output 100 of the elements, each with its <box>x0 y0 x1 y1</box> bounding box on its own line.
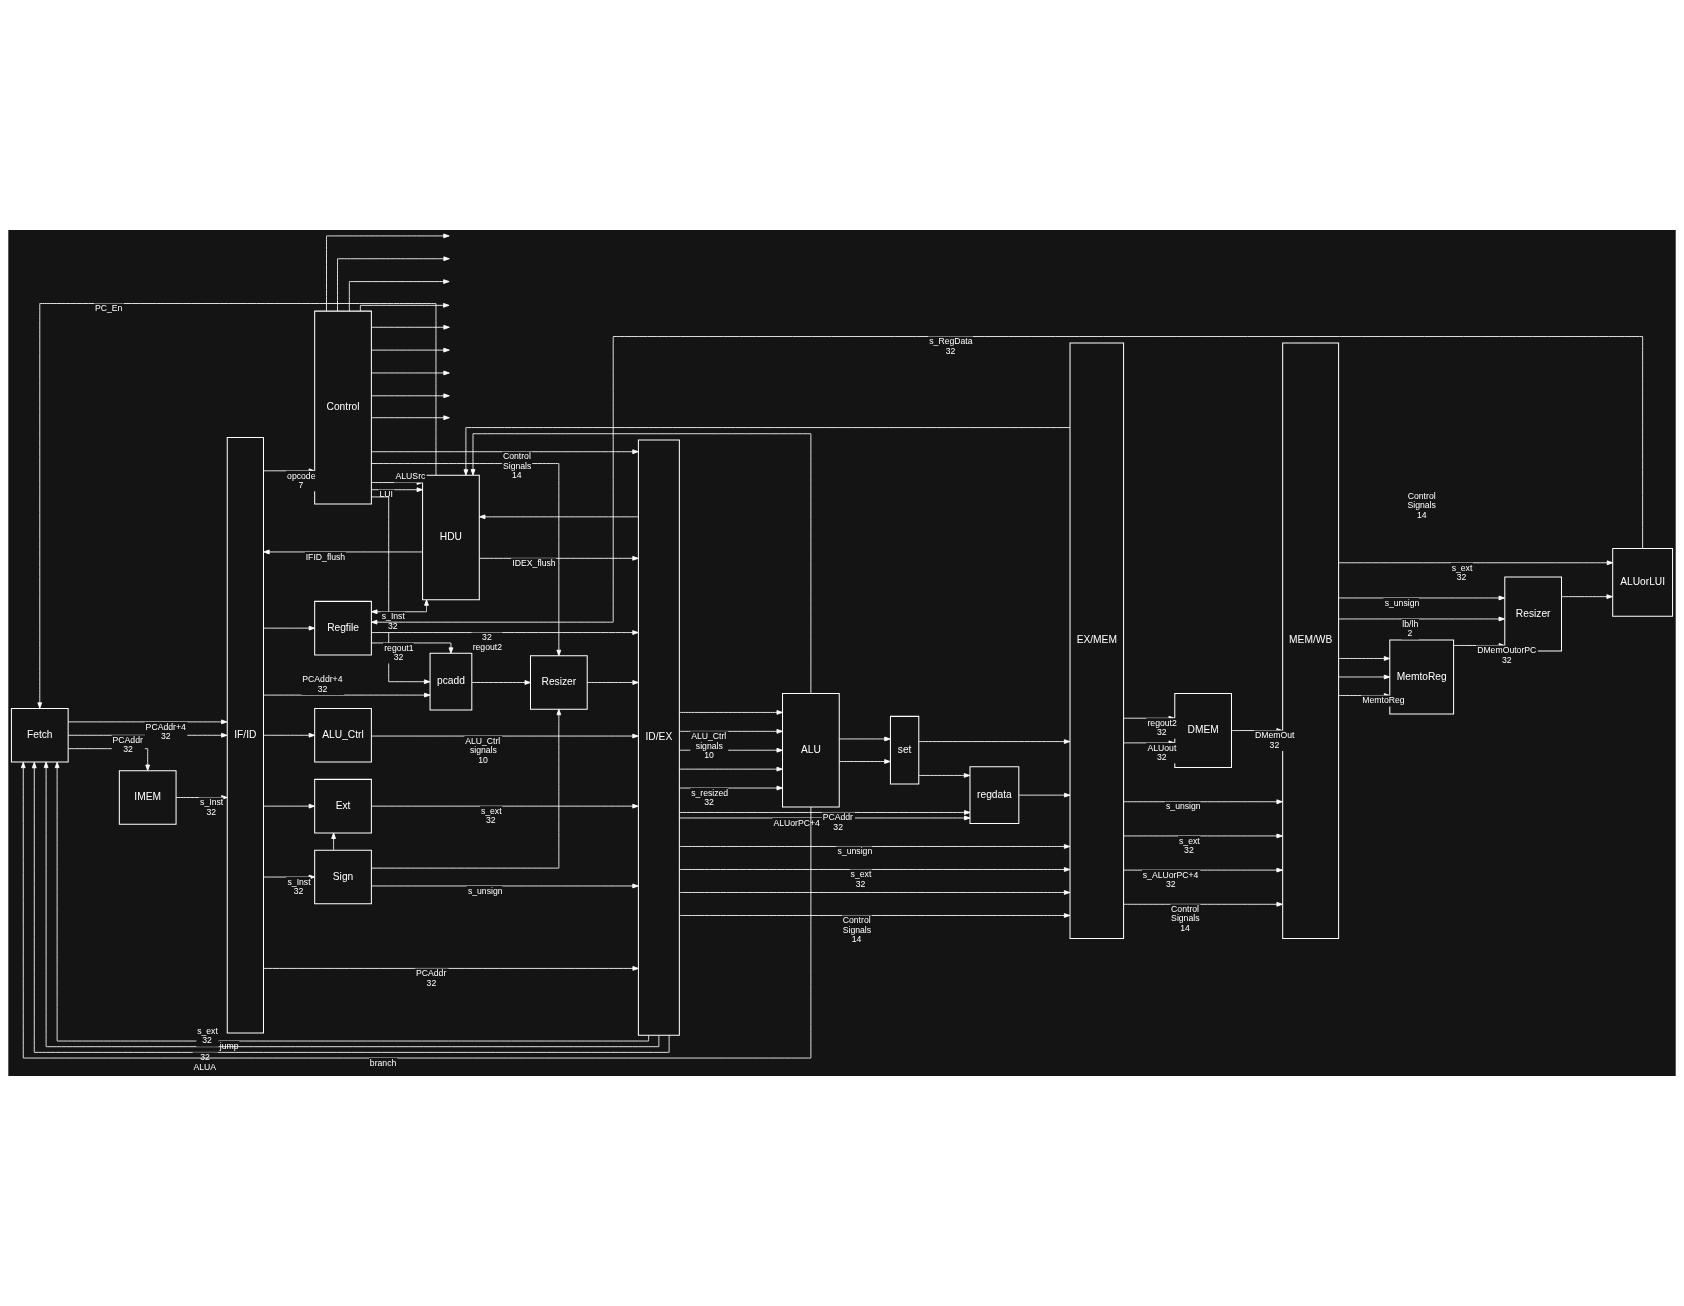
arrow <box>263 625 316 631</box>
arrow <box>1338 616 1505 622</box>
arrow <box>918 773 971 778</box>
arrow <box>337 256 450 312</box>
arrow <box>479 514 639 520</box>
arrow <box>263 803 316 809</box>
edge-label: s_Inst 32 <box>287 876 311 897</box>
edge-label: 32 ALUA <box>193 1052 217 1072</box>
arrow <box>1231 728 1283 733</box>
arrow <box>918 739 1071 744</box>
arrow <box>463 427 1071 476</box>
edge-label: s_ext 32 <box>480 805 502 826</box>
edge-label: ALUSrc <box>395 471 426 482</box>
arrow <box>678 710 783 715</box>
edge-label: PCAddr+4 32 <box>302 674 343 694</box>
label: Control Signals 14 <box>1407 490 1436 520</box>
edge-label: Control Signals 14 <box>842 915 872 945</box>
edge-label: s_unsign <box>1384 597 1420 608</box>
arrow <box>371 599 429 615</box>
node-box: pcadd <box>429 652 473 711</box>
arrow <box>1018 792 1071 798</box>
arrow <box>371 487 423 493</box>
arrow <box>371 393 450 399</box>
arrow <box>838 759 891 764</box>
edge-label: IFID_flush <box>305 551 346 562</box>
arrow <box>371 883 639 889</box>
edge-label: s_ext 32 <box>1178 835 1200 856</box>
edge-label: DMemOut 32 <box>1255 730 1295 750</box>
node-box: Resizer <box>530 655 588 710</box>
edge-label: PCAddr 32 <box>112 734 143 755</box>
edge-label: LUI <box>379 489 393 500</box>
arrow <box>678 810 971 815</box>
node-box: Ext <box>314 778 372 834</box>
edge-label: s_unsign <box>837 846 873 857</box>
arrow <box>1123 833 1283 839</box>
arrow <box>1338 595 1505 601</box>
arrow <box>263 732 316 738</box>
arrow <box>371 642 454 654</box>
edge-label: s_Inst 32 <box>200 797 224 817</box>
arrow <box>678 815 971 821</box>
edge-label: s_ext 32 <box>1451 562 1473 582</box>
edge-label: s_RegData 32 <box>929 336 973 356</box>
arrow <box>348 279 450 312</box>
edge-label: regout2 32 <box>1147 717 1177 738</box>
arrow <box>371 630 639 635</box>
edge-label: s_unsign <box>1165 801 1201 812</box>
arrow <box>678 766 783 772</box>
arrow <box>371 449 639 455</box>
edge-label: DMemOutorPC 32 <box>1477 645 1537 665</box>
edge-label: Control Signals 14 <box>1171 904 1200 933</box>
arrow <box>263 874 316 880</box>
node-box: Fetch <box>10 708 69 763</box>
node-box: EX/MEM <box>1069 342 1125 939</box>
arrow <box>678 844 1071 849</box>
node-box: regdata <box>969 766 1020 824</box>
arrow <box>1123 799 1283 805</box>
arrow <box>678 785 783 791</box>
node-box: Regfile <box>314 600 372 656</box>
arrow <box>371 370 450 376</box>
arrow <box>263 692 431 698</box>
edge-label: s_Inst 32 <box>381 611 405 631</box>
edge-label: s_ext 32 <box>197 1025 218 1046</box>
node-box: Sign <box>314 849 372 905</box>
arrow <box>263 549 423 555</box>
node-box: set <box>889 715 920 785</box>
edge-label: IDEX_flush <box>512 558 556 569</box>
arrow <box>1338 674 1391 680</box>
edge-label: MemtoReg <box>1362 695 1405 706</box>
node-box: ALUorLUI <box>1612 548 1674 617</box>
arrow <box>67 719 228 725</box>
arrow <box>331 832 336 851</box>
arrow <box>20 761 812 1059</box>
arrow <box>1338 656 1391 661</box>
edge-label: regout1 32 <box>384 642 414 663</box>
arrow <box>371 324 450 330</box>
edge-label: ALUout 32 <box>1147 742 1177 763</box>
node-box: ALU <box>782 693 840 808</box>
edge-label: ALU_Ctrl signals 10 <box>465 735 501 765</box>
arrow <box>838 736 891 742</box>
edge-label: PCAddr 32 <box>822 812 854 832</box>
arrow <box>678 890 1071 895</box>
node-box: IF/ID <box>226 437 264 1034</box>
arrow <box>586 680 639 685</box>
node-box: Control <box>314 310 372 505</box>
arrow <box>359 303 450 312</box>
edge-label: s_ALUorPC+4 32 <box>1142 869 1199 890</box>
edge-label: Control Signals 14 <box>502 451 532 481</box>
edge-label: PCAddr 32 <box>415 968 447 988</box>
arrow <box>371 803 639 809</box>
node-box: IMEM <box>118 770 177 825</box>
arrow <box>371 347 450 353</box>
edge-label: PC_En <box>94 303 123 314</box>
arrow <box>371 415 450 421</box>
edge-label: ALU_Ctrl signals 10 <box>691 731 727 760</box>
arrow <box>678 913 1071 918</box>
arrow <box>471 680 531 685</box>
arrow <box>1338 560 1614 566</box>
node-box: ALU_Ctrl <box>314 708 372 763</box>
edge-label: 32 regout2 <box>472 632 502 652</box>
arrow <box>263 966 639 971</box>
